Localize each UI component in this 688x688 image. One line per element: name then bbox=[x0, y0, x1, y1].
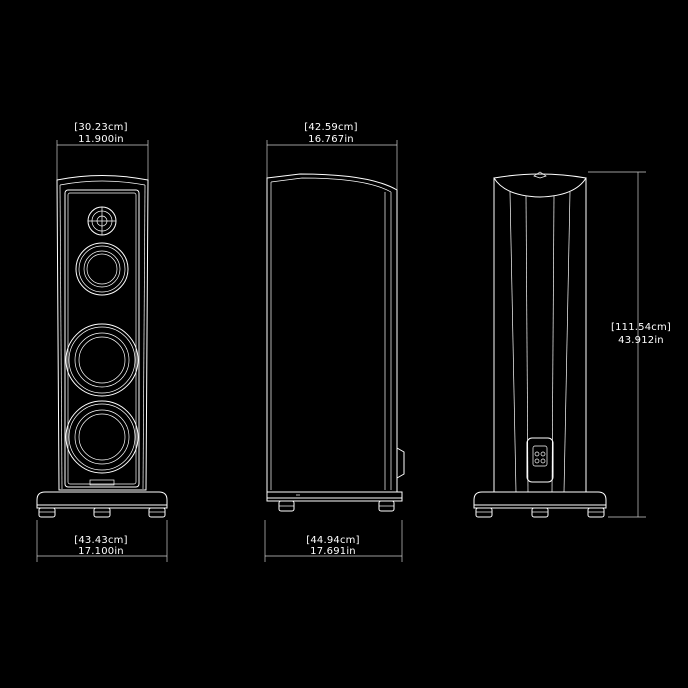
side-view: [42.59cm] 16.767in bbox=[264, 122, 405, 562]
front-base-imperial: 17.100in bbox=[78, 546, 124, 557]
front-logo-plate bbox=[89, 479, 115, 486]
front-base-metric: [43.43cm] bbox=[74, 535, 127, 546]
front-woofer-lower bbox=[65, 400, 139, 474]
front-tweeter bbox=[87, 206, 117, 236]
side-depth-metric: [42.59cm] bbox=[304, 122, 357, 133]
rear-view: [111.54cm] 43.912in bbox=[473, 171, 671, 518]
rear-cabinet bbox=[493, 171, 587, 493]
side-base-imperial: 17.691in bbox=[310, 546, 356, 557]
front-width-metric: [30.23cm] bbox=[74, 122, 127, 133]
front-width-dimension: [30.23cm] 11.900in bbox=[56, 122, 149, 180]
side-depth-imperial: 16.767in bbox=[308, 134, 354, 145]
height-imperial: 43.912in bbox=[618, 335, 664, 346]
side-depth-dimension: [42.59cm] 16.767in bbox=[266, 122, 398, 190]
front-width-imperial: 11.900in bbox=[78, 134, 124, 145]
front-cabinet bbox=[56, 175, 149, 491]
front-midrange-driver bbox=[75, 242, 129, 296]
front-base bbox=[36, 491, 168, 518]
height-metric: [111.54cm] bbox=[611, 322, 671, 333]
front-base-width-dimension: [43.43cm] 17.100in bbox=[36, 520, 168, 562]
rear-base bbox=[473, 491, 607, 518]
side-base bbox=[266, 491, 403, 512]
front-view: [30.23cm] 11.900in bbox=[36, 122, 168, 562]
height-dimension: [111.54cm] 43.912in bbox=[588, 171, 671, 518]
side-base-metric: [44.94cm] bbox=[306, 535, 359, 546]
side-base-depth-dimension: [44.94cm] 17.691in bbox=[264, 520, 403, 562]
side-cabinet bbox=[266, 173, 405, 493]
rear-terminal-panel bbox=[526, 437, 554, 483]
front-woofer-upper bbox=[65, 323, 139, 397]
